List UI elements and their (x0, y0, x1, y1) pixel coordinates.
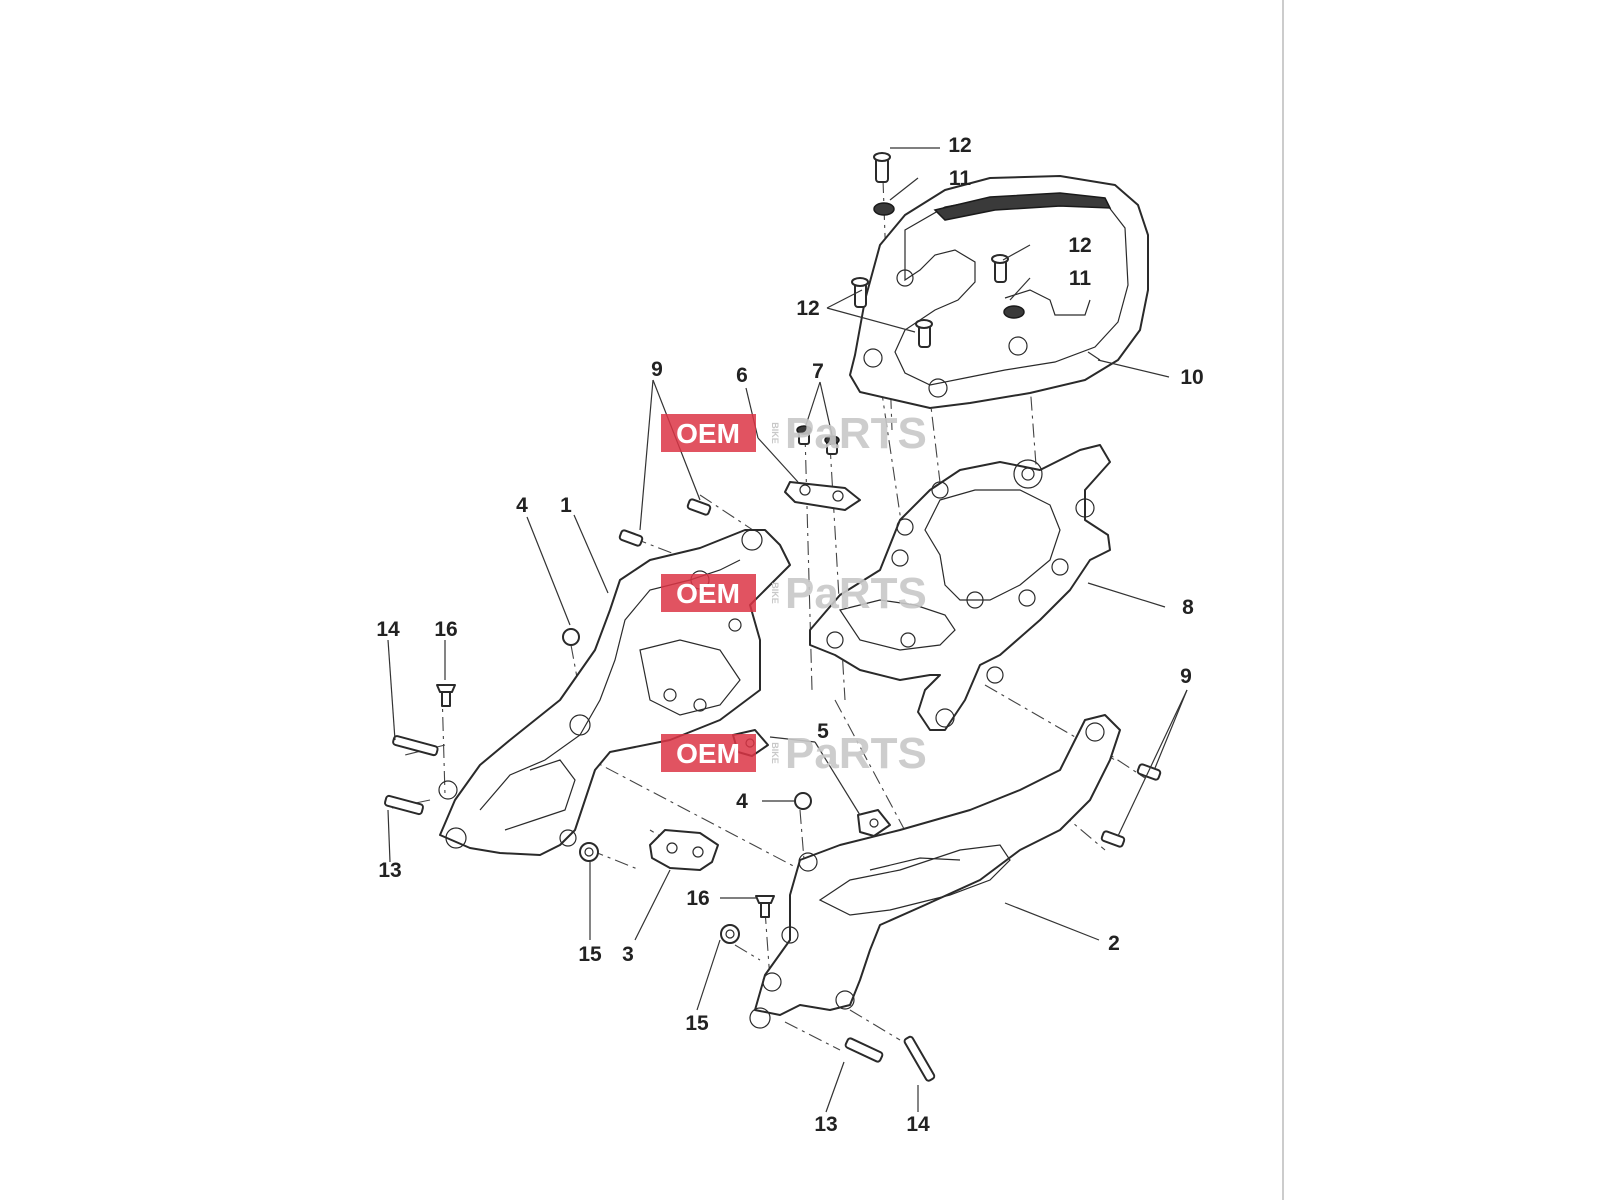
svg-text:PaRTS: PaRTS (785, 729, 927, 778)
callout-9b: 9 (1180, 665, 1192, 688)
svg-text:OEM: OEM (676, 418, 740, 449)
callout-9a: 9 (651, 358, 663, 381)
watermark-bottom: OEM BIKE PaRTS (661, 729, 927, 778)
callout-13a: 13 (378, 859, 401, 882)
part-8-subframe-plate (809, 444, 1111, 731)
callout-12b: 12 (1068, 234, 1091, 257)
callout-11b: 11 (1069, 267, 1092, 290)
callout-4a: 4 (516, 494, 528, 517)
svg-text:PaRTS: PaRTS (785, 409, 927, 458)
callout-7: 7 (812, 360, 824, 383)
callout-8: 8 (1182, 596, 1194, 619)
callout-3: 3 (622, 943, 634, 966)
callout-12c: 12 (796, 297, 819, 320)
fasteners (384, 152, 1162, 1082)
svg-text:OEM: OEM (676, 738, 740, 769)
callout-labels: 1 2 3 4 4 5 6 7 8 9 9 10 11 11 12 12 12 … (376, 134, 1203, 1136)
callout-5: 5 (817, 720, 829, 743)
callout-2: 2 (1108, 932, 1120, 955)
callout-13b: 13 (814, 1113, 837, 1136)
callout-12a: 12 (948, 134, 971, 157)
leader-lines (387, 147, 1188, 1113)
callout-16a: 16 (434, 618, 457, 641)
svg-text:BIKE: BIKE (770, 582, 780, 604)
callout-4b: 4 (736, 790, 748, 813)
svg-text:BIKE: BIKE (770, 422, 780, 444)
callout-14a: 14 (376, 618, 400, 641)
part-6-plate (784, 481, 861, 511)
callout-16b: 16 (686, 887, 709, 910)
callout-14b: 14 (906, 1113, 930, 1136)
watermark-top: OEM BIKE PaRTS (661, 409, 927, 458)
part-10-grab-rail (849, 175, 1149, 409)
callout-15b: 15 (685, 1012, 709, 1035)
svg-text:OEM: OEM (676, 578, 740, 609)
callout-15a: 15 (578, 943, 602, 966)
callout-6: 6 (736, 364, 748, 387)
part-2-right-subframe (749, 714, 1121, 1029)
watermark-middle: OEM BIKE PaRTS (661, 569, 927, 618)
callout-11a: 11 (949, 167, 972, 190)
svg-text:PaRTS: PaRTS (785, 569, 927, 618)
callout-1: 1 (560, 494, 572, 517)
svg-text:BIKE: BIKE (770, 742, 780, 764)
part-3-bracket (649, 829, 719, 871)
callout-10: 10 (1180, 366, 1203, 389)
